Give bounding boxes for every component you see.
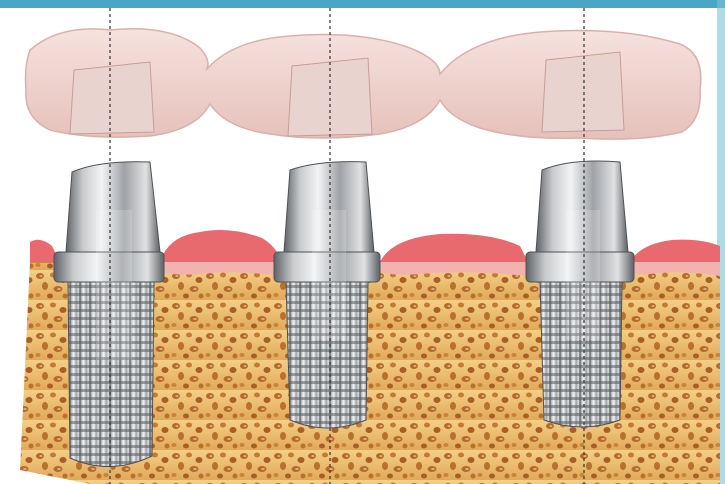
top-edge-strip <box>0 0 725 8</box>
implant-1 <box>54 162 164 467</box>
implant-2 <box>274 162 380 428</box>
dental-bridge <box>26 29 701 139</box>
crown-1-socket <box>70 62 154 134</box>
crown-3-socket <box>542 52 624 132</box>
